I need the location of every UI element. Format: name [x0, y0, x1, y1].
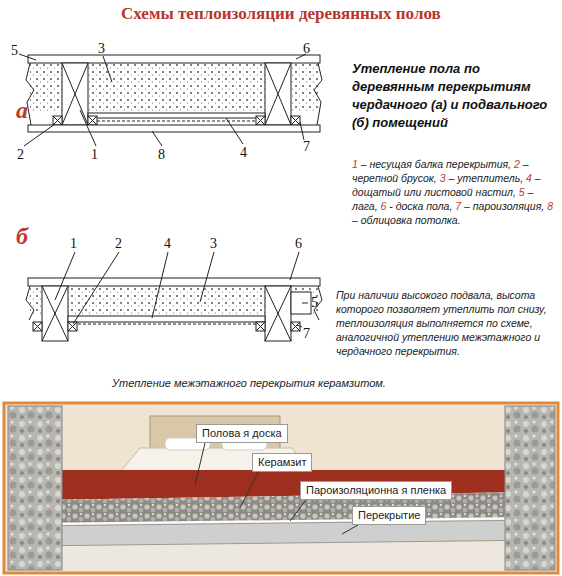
legend-number: 4: [526, 172, 532, 184]
caption: Утепление межэтажного перекрытия керамзи…: [112, 377, 386, 389]
callout-number: 1: [70, 237, 77, 251]
callout-number: 1: [91, 148, 98, 162]
legend-number: 5: [519, 186, 525, 198]
callout-number: 3: [98, 42, 105, 56]
callout-number: 2: [115, 237, 122, 251]
callout-number: 8: [158, 148, 165, 162]
callout-number: 7: [303, 327, 310, 341]
section-b: [26, 252, 322, 341]
label-box: Керамзит: [252, 453, 312, 472]
callout-number: 5: [11, 44, 18, 58]
legend-description: – облицовка потолка.: [352, 214, 461, 226]
legend-description: – пароизоляция,: [464, 200, 544, 212]
legend-number: 1: [352, 158, 358, 170]
section-letter: б: [16, 224, 28, 248]
label-text: Полова я доска: [202, 427, 282, 440]
label-text: Керамзит: [258, 456, 306, 469]
note: При наличии высокого подвала, высота кот…: [336, 288, 554, 358]
callout-number: 4: [240, 146, 247, 160]
legend-description: – несущая балка перекрытия,: [361, 158, 511, 170]
legend-number: 3: [440, 172, 446, 184]
callout-number: 2: [17, 148, 24, 162]
title: Схемы теплоизоляции деревянных полов: [121, 4, 441, 24]
label-box: Пароизоляционна я пленка: [300, 481, 452, 500]
callout-number: 6: [295, 237, 302, 251]
section-letter: а: [16, 98, 28, 122]
callout-number: 5: [311, 296, 318, 310]
callout-number: 7: [303, 140, 310, 154]
legend-number: 7: [455, 200, 461, 212]
label-box: Полова я доска: [196, 424, 288, 443]
legend-description: – утеплитель,: [448, 172, 523, 184]
legend-description: - доска пола,: [389, 200, 452, 212]
section-a: [19, 54, 322, 146]
legend-number: 8: [547, 200, 553, 212]
legend-text: 1 – несущая балка перекрытия, 2 – черепн…: [352, 157, 557, 227]
callout-number: 6: [303, 42, 310, 56]
callout-number: 4: [164, 237, 171, 251]
legend-number: 2: [514, 158, 520, 170]
heading: Утепление пола по деревянным перекрытиям…: [352, 60, 560, 132]
callout-number: 3: [210, 237, 217, 251]
label-text: Пароизоляционна я пленка: [306, 484, 446, 497]
legend-number: 6: [381, 200, 387, 212]
label-box: Перекрытие: [352, 506, 426, 525]
label-text: Перекрытие: [358, 509, 420, 522]
room-illustration: [4, 403, 558, 573]
